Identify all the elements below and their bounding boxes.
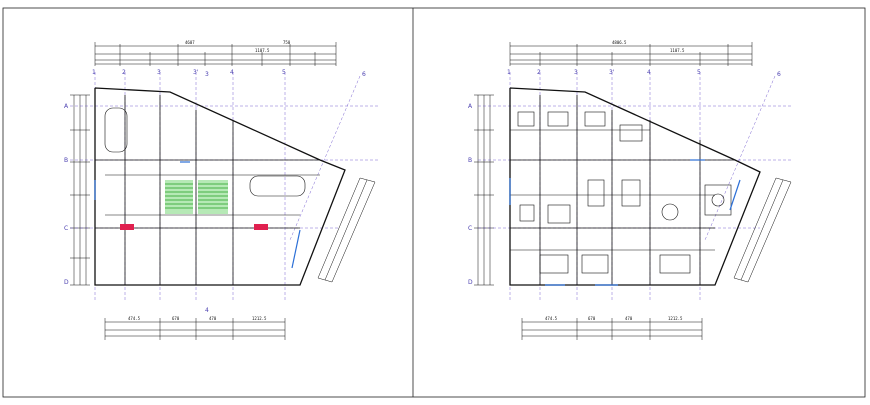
right-grid-tag-top-3: 3 (574, 69, 578, 76)
left-bottom-dim-3: 470 (209, 316, 217, 321)
right-grid-tag-side-4: D (468, 279, 473, 286)
left-top-dimension-chain (94, 42, 337, 66)
left-top-dim-3: 750 (283, 40, 291, 45)
right-grid-tag-side-3: C (468, 225, 472, 232)
right-floor-plan: 4806.5 1107.5 (468, 40, 792, 340)
right-side-dimension-chain (474, 94, 494, 286)
right-plan-walls (509, 87, 761, 286)
left-windows (94, 161, 301, 269)
left-grid-tag-side-2: B (64, 157, 68, 164)
right-grid-tag-side-2: B (468, 157, 472, 164)
left-side-dimension-chain (70, 94, 90, 286)
section-marker-left-1 (120, 224, 134, 230)
left-grid-tag-side-3: C (64, 225, 68, 232)
left-grid-tag-side-1: A (64, 103, 69, 110)
left-grid-tag-top-7: 6 (362, 71, 366, 78)
right-grid-tag-top-1: 1 (507, 69, 511, 76)
right-bottom-dimension-chain (521, 318, 703, 340)
right-bottom-dim-3: 470 (625, 316, 633, 321)
right-grid-tag-top-2: 2 (537, 69, 541, 76)
right-furniture (517, 111, 732, 274)
left-stair-treads (165, 183, 228, 209)
left-bottom-dim-1: 474.5 (128, 316, 141, 321)
right-grid-tag-top-7: 6 (777, 71, 781, 78)
left-grid-tag-top-2: 2 (122, 69, 126, 76)
left-bottom-dim-2: 670 (172, 316, 180, 321)
left-section-mark-top: 3 (205, 71, 209, 78)
left-top-dim-2: 1107.5 (255, 48, 270, 53)
section-marker-left-2 (254, 224, 268, 230)
car-outline-left (104, 107, 306, 197)
left-grid-tag-top-6: 5 (282, 69, 286, 76)
left-floor-plan: 4607 1107.5 750 (64, 40, 378, 340)
right-top-dim-1: 4806.5 (612, 40, 627, 45)
right-top-dimension-chain (509, 42, 753, 66)
left-stairs (165, 180, 228, 214)
left-grid-tag-top-5: 4 (230, 69, 234, 76)
right-grid-tag-top-6: 5 (697, 69, 701, 76)
right-grid-tag-top-5: 4 (647, 69, 651, 76)
right-grid-tag-top-4: 3' (609, 69, 615, 76)
left-grid-tag-top-4: 3' (193, 69, 199, 76)
left-grid-tag-side-4: D (64, 279, 69, 286)
right-bottom-dim-2: 670 (588, 316, 596, 321)
right-grid-axes (478, 72, 792, 300)
left-bottom-dim-4: 1212.5 (252, 316, 267, 321)
left-top-dim-1: 4607 (185, 40, 195, 45)
right-angled-elevation (733, 177, 792, 283)
left-section-mark-bottom: 4 (205, 307, 209, 314)
right-top-dim-2: 1107.5 (670, 48, 685, 53)
sheet-frame (2, 7, 866, 398)
right-bottom-dim-1: 474.5 (545, 316, 558, 321)
left-grid-tag-top-3: 3 (157, 69, 161, 76)
right-grid-tag-side-1: A (468, 103, 473, 110)
left-grid-tag-top-1: 1 (92, 69, 96, 76)
right-bottom-dim-4: 1212.5 (668, 316, 683, 321)
left-angled-elevation (317, 177, 376, 283)
left-bottom-dimension-chain (104, 318, 286, 340)
right-windows (509, 159, 741, 286)
